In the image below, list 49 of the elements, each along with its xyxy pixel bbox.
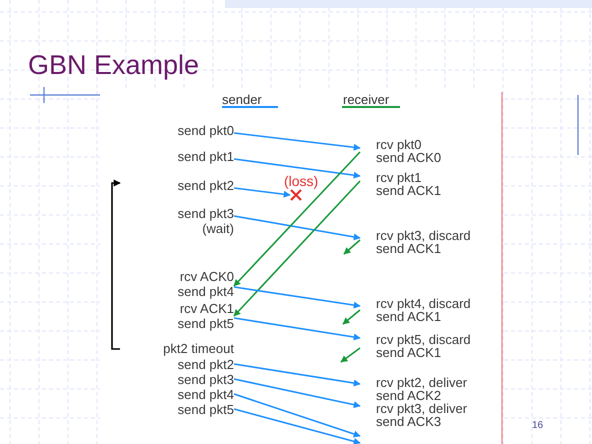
sender-event-text: send pkt3 [176, 372, 234, 387]
sender-event-text: send pkt5 [176, 316, 234, 331]
receiver-event-text: rcv pkt0 [375, 138, 423, 151]
receiver-event-text: send ACK1 [375, 184, 442, 197]
page-number: 16 [532, 420, 544, 431]
receiver-event-text: rcv pkt3, deliver [375, 402, 468, 415]
sender-event-text: send pkt4 [176, 284, 234, 299]
sender-event-text: send pkt1 [176, 149, 234, 164]
arrow [111, 180, 121, 350]
arrow [234, 215, 361, 240]
column-header: sender [222, 92, 262, 107]
column-header: receiver [343, 92, 390, 107]
arrow [342, 309, 360, 325]
sender-event-text: rcv ACK1 [178, 301, 234, 316]
sender-event-text: send pkt4 [176, 387, 234, 402]
receiver-event-text: send ACK3 [375, 415, 442, 428]
arrow [234, 408, 361, 444]
arrow [234, 132, 361, 151]
arrow [340, 347, 360, 363]
receiver-event-text: send ACK1 [375, 346, 442, 359]
receiver-event-text: send ACK1 [375, 242, 442, 255]
sender-event-text: send pkt2 [176, 357, 234, 372]
arrow [234, 187, 291, 198]
receiver-event-text: rcv pkt4, discard [375, 297, 472, 310]
receiver-event-text: send ACK2 [375, 389, 442, 402]
sender-event-text: rcv ACK0 [178, 269, 234, 284]
arrow [234, 158, 361, 179]
arrow [343, 239, 361, 255]
receiver-event-text: rcv pkt2, deliver [375, 376, 468, 389]
sender-event-text: (wait) [201, 221, 234, 236]
arrow [234, 317, 361, 340]
receiver-event-text: rcv pkt1 [375, 171, 423, 184]
loss-label: (loss) [284, 173, 320, 189]
sender-event-text: send pkt3 [176, 206, 234, 221]
sender-event-text: send pkt0 [176, 123, 234, 138]
sender-event-text: send pkt2 [176, 178, 234, 193]
receiver-event-text: send ACK1 [375, 310, 442, 323]
arrow [234, 393, 361, 438]
sender-event-text: send pkt5 [176, 402, 234, 417]
receiver-event-text: send ACK0 [375, 151, 442, 164]
title: GBN Example [28, 50, 200, 81]
receiver-event-text: rcv pkt3, discard [375, 229, 472, 242]
sender-event-text: pkt2 timeout [162, 341, 234, 356]
arrow [233, 151, 361, 287]
arrow [234, 363, 361, 386]
arrow [233, 180, 361, 317]
arrow [234, 378, 361, 408]
receiver-event-text: rcv pkt5, discard [375, 333, 472, 346]
arrow [234, 286, 361, 309]
